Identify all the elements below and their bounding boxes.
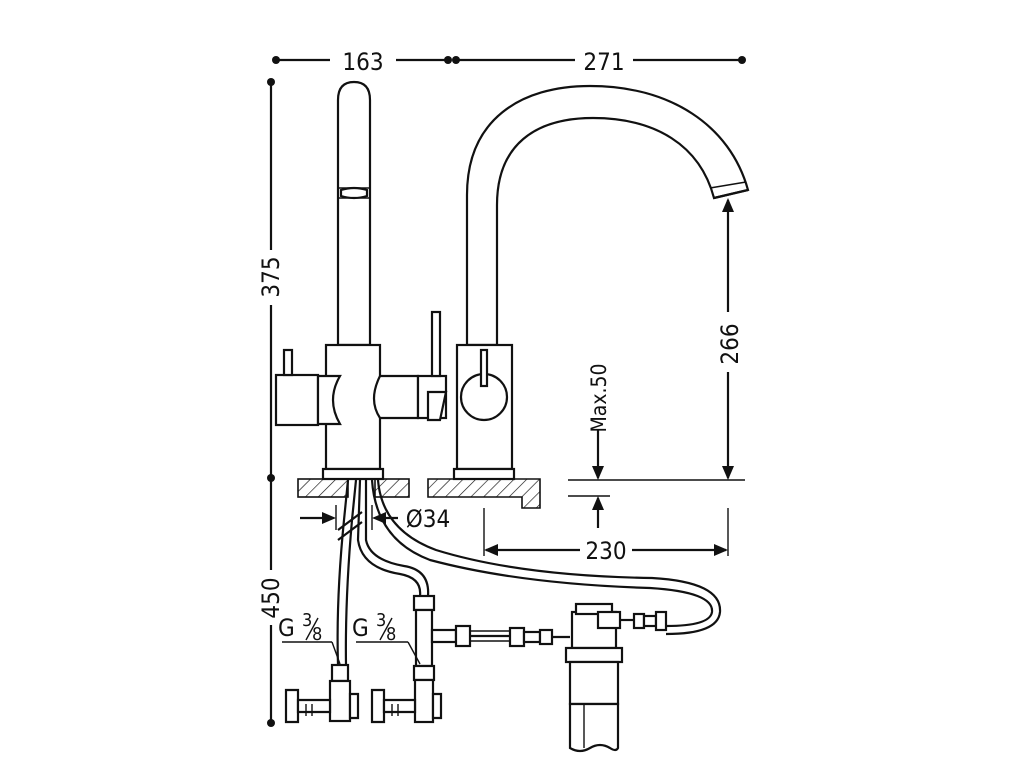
left-tap — [274, 80, 448, 481]
left-frac-num: 3 — [302, 610, 312, 631]
spout-reach-dimension — [483, 508, 729, 556]
left-connection-label — [282, 641, 341, 665]
max-thickness-dimension — [568, 430, 610, 528]
right-tap — [452, 84, 750, 481]
left-dimension-line — [267, 78, 275, 727]
spout-height-dimension — [568, 198, 745, 481]
left-thread-g: G — [278, 614, 295, 642]
left-angle-valve — [284, 663, 360, 724]
dim-450: 450 — [257, 577, 285, 618]
dim-271: 271 — [583, 48, 624, 76]
left-frac-den: 8 — [312, 624, 322, 645]
dim-266: 266 — [716, 323, 744, 364]
middle-frac-num: 3 — [376, 610, 386, 631]
dim-diameter-34: Ø34 — [406, 505, 450, 533]
middle-angle-valve — [370, 678, 443, 724]
hole-diameter-dimension — [300, 505, 398, 530]
left-frac-slash — [305, 617, 319, 641]
middle-t-piece — [412, 594, 570, 682]
middle-frac-den: 8 — [386, 624, 396, 645]
water-filter — [564, 602, 668, 753]
dim-163: 163 — [342, 48, 383, 76]
top-dimension-line — [272, 56, 746, 64]
flexible-hoses — [336, 479, 722, 666]
dim-max50: Max.50 — [587, 363, 611, 432]
countertop — [297, 478, 541, 509]
middle-frac-slash — [379, 617, 393, 641]
dim-230: 230 — [585, 537, 626, 565]
dim-375: 375 — [257, 256, 285, 297]
middle-connection-label — [356, 641, 421, 665]
middle-thread-g: G — [352, 614, 369, 642]
